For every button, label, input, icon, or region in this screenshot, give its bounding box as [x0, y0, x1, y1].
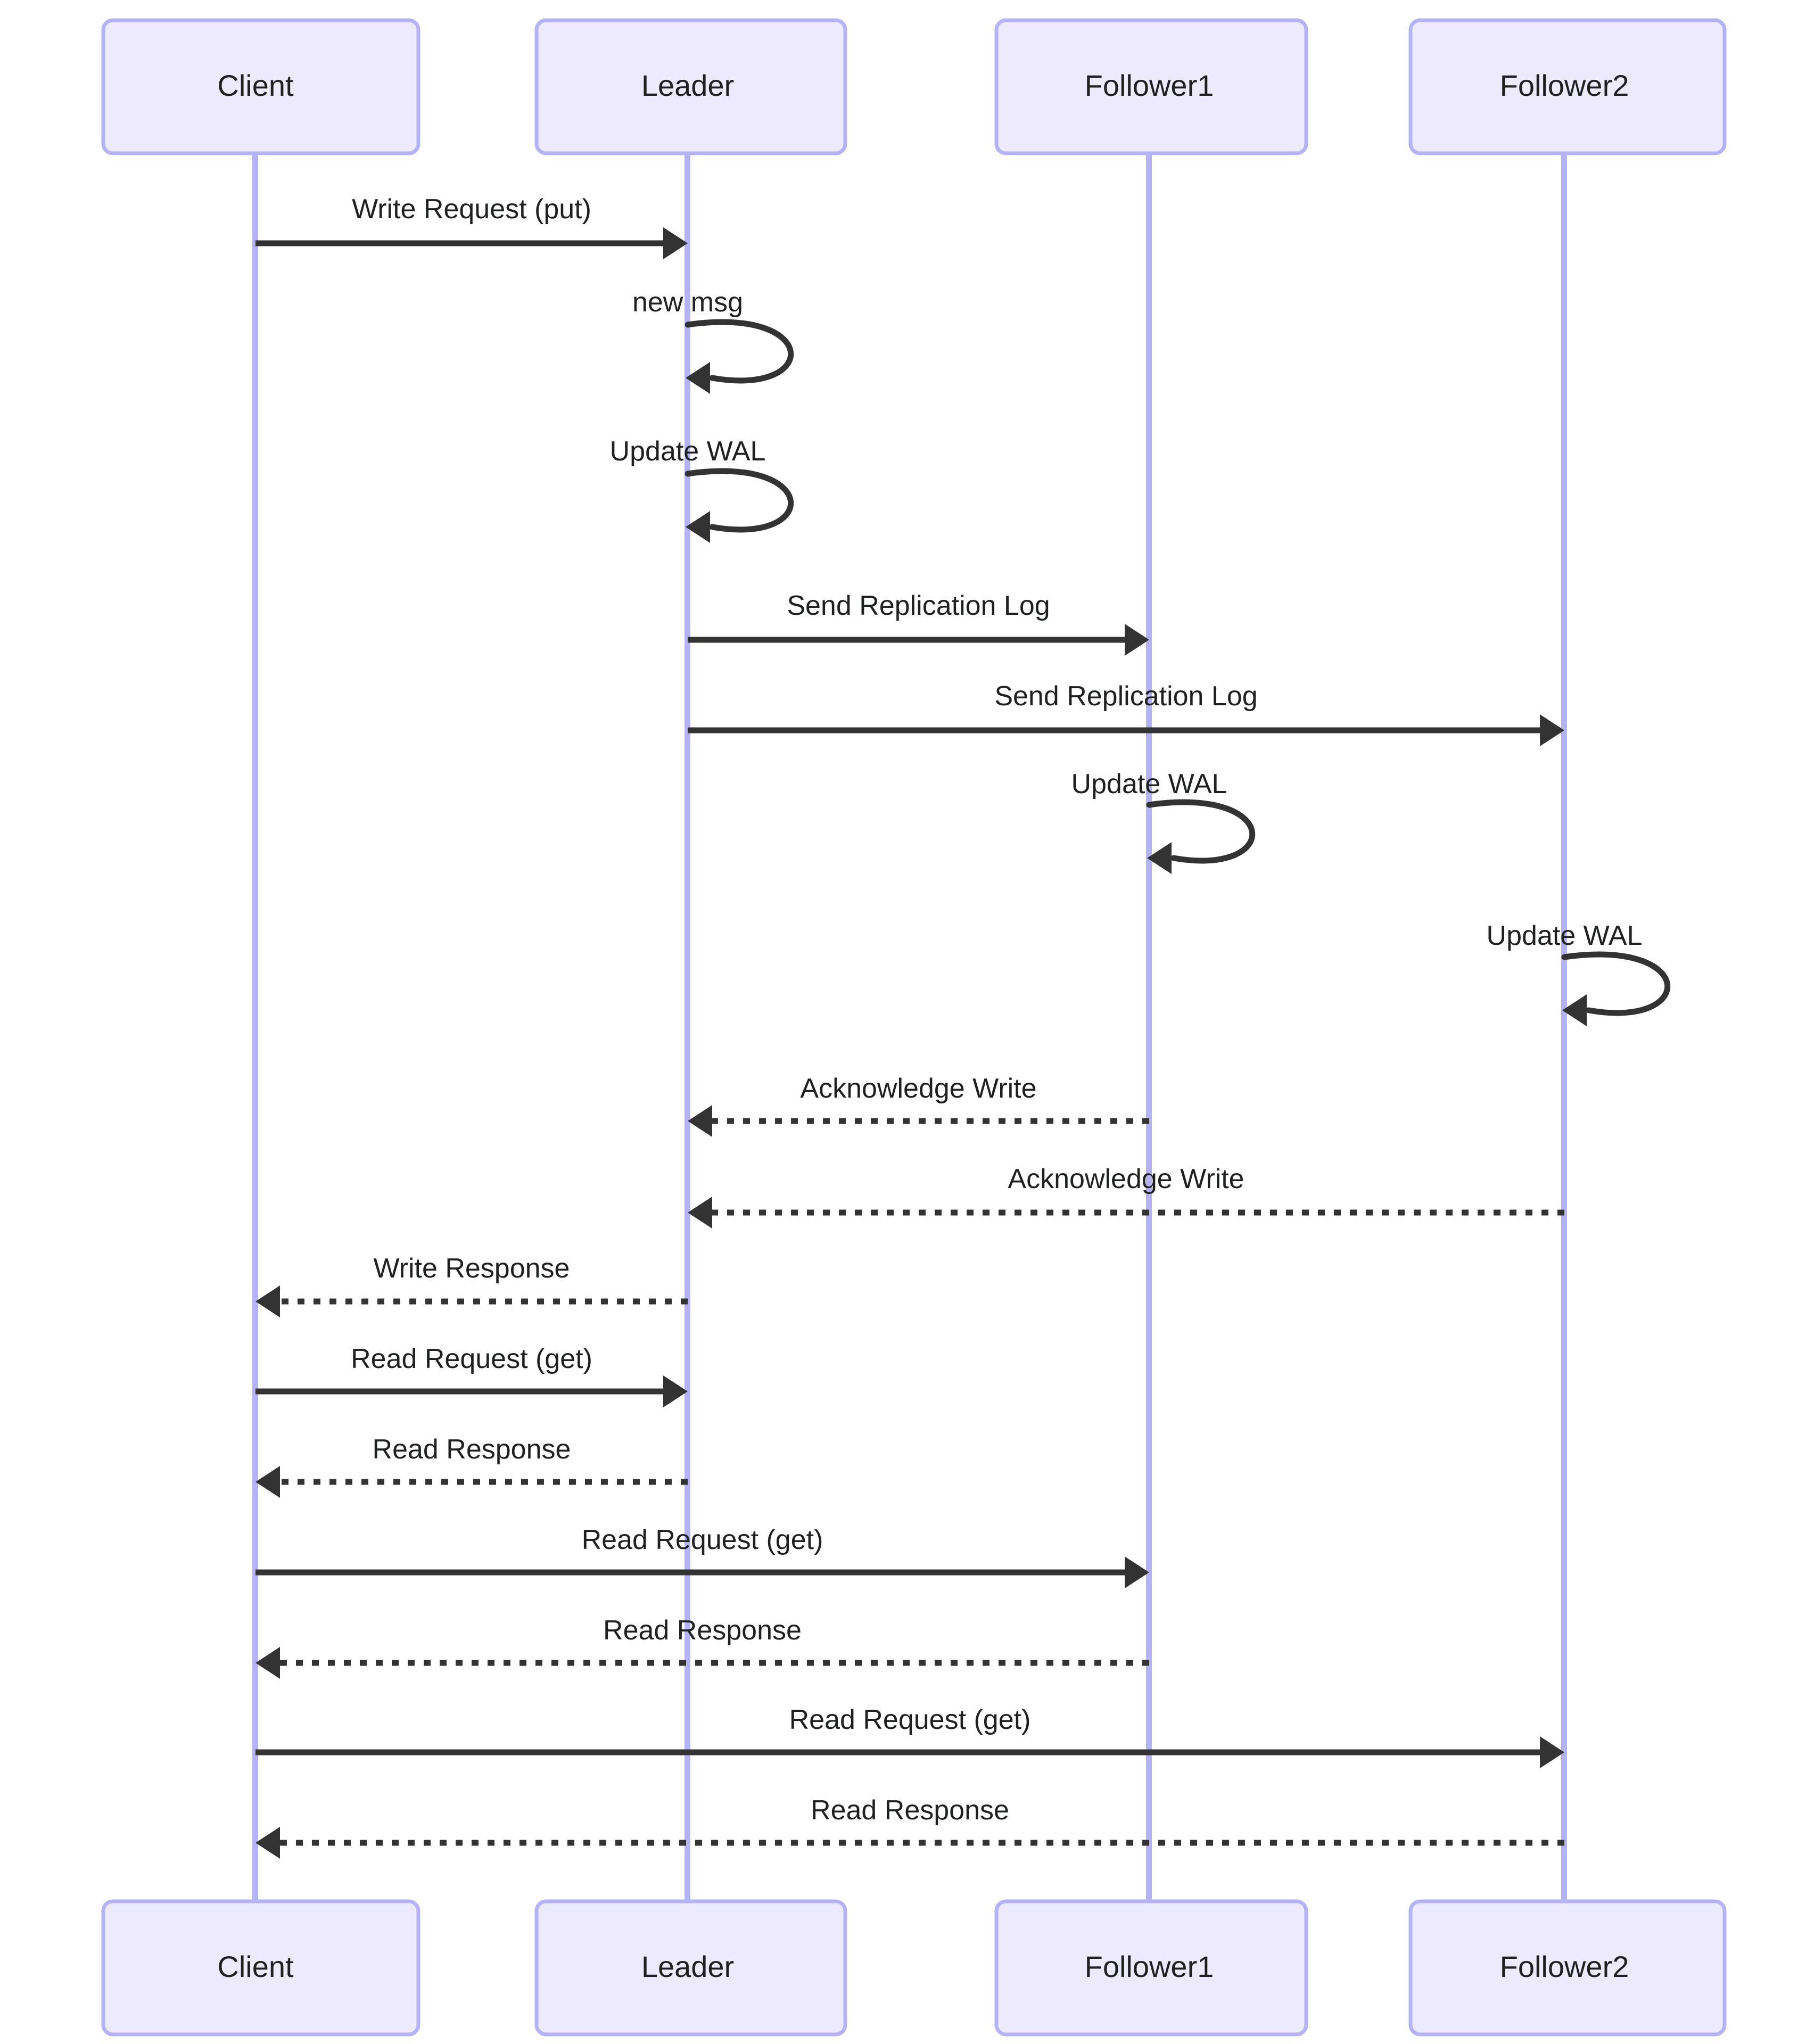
message-label: Write Response — [374, 1253, 570, 1284]
actor-box-follower1-top[interactable]: Follower1 — [994, 18, 1308, 155]
self-loop-path — [1146, 799, 1256, 864]
message-label: Update WAL — [610, 436, 766, 467]
message-label: Send Replication Log — [787, 590, 1050, 621]
arrowhead — [686, 511, 710, 543]
actor-box-follower2-bottom[interactable]: Follower2 — [1408, 1899, 1727, 2037]
arrowhead — [686, 362, 710, 394]
message-9-dotted[interactable]: Acknowledge Write — [688, 1164, 1564, 1229]
message-13-solid[interactable]: Read Request (get) — [255, 1524, 1149, 1588]
actor-label-leader: Leader — [641, 1950, 734, 1983]
message-label: Send Replication Log — [994, 681, 1257, 712]
message-label: Update WAL — [1071, 769, 1227, 800]
actor-box-leader-bottom[interactable]: Leader — [534, 1899, 847, 2037]
message-label: Acknowledge Write — [800, 1073, 1036, 1104]
arrowhead — [1540, 1736, 1564, 1768]
actor-box-leader-top[interactable]: Leader — [534, 18, 847, 155]
message-12-dotted[interactable]: Read Response — [255, 1434, 688, 1498]
message-3-self[interactable]: Update WAL — [610, 436, 794, 543]
arrowhead — [1147, 842, 1172, 874]
message-10-dotted[interactable]: Write Response — [255, 1253, 688, 1317]
actor-label-follower1: Follower1 — [1085, 1950, 1214, 1983]
actor-box-rect — [534, 18, 847, 155]
arrowhead — [663, 227, 688, 259]
actor-box-rect — [101, 18, 420, 155]
arrowhead — [688, 1197, 712, 1229]
self-loop-path — [685, 319, 794, 384]
message-16-dotted[interactable]: Read Response — [255, 1795, 1564, 1859]
actor-box-rect — [1408, 18, 1727, 155]
self-loop-path — [1561, 951, 1671, 1016]
arrowhead — [1540, 714, 1564, 746]
arrowhead — [663, 1375, 688, 1407]
actor-label-follower2: Follower2 — [1500, 1950, 1629, 1983]
arrowhead — [255, 1466, 280, 1498]
message-label: Acknowledge Write — [1008, 1164, 1244, 1194]
arrowhead — [255, 1647, 280, 1679]
lifeline-client — [252, 153, 258, 1901]
message-11-solid[interactable]: Read Request (get) — [255, 1344, 688, 1407]
message-15-solid[interactable]: Read Request (get) — [255, 1704, 1564, 1768]
message-5-solid[interactable]: Send Replication Log — [688, 681, 1564, 746]
arrowhead — [1125, 1556, 1149, 1588]
message-label: new msg — [632, 287, 743, 318]
actor-box-rect — [101, 1899, 420, 2037]
actor-label-follower2: Follower2 — [1500, 69, 1629, 102]
message-6-self[interactable]: Update WAL — [1071, 769, 1256, 874]
actor-box-follower1-bottom[interactable]: Follower1 — [994, 1899, 1308, 2037]
actor-label-leader: Leader — [641, 69, 734, 102]
message-label: Read Request (get) — [582, 1524, 823, 1555]
actor-box-follower2-top[interactable]: Follower2 — [1408, 18, 1727, 155]
actor-box-rect — [1408, 1899, 1727, 2037]
actor-box-client-top[interactable]: Client — [101, 18, 420, 155]
actor-box-client-bottom[interactable]: Client — [101, 1899, 420, 2037]
actor-box-rect — [994, 18, 1308, 155]
message-8-dotted[interactable]: Acknowledge Write — [688, 1073, 1149, 1137]
actor-label-client: Client — [217, 69, 294, 102]
message-2-self[interactable]: new msg — [632, 287, 794, 394]
lifeline-leader — [685, 153, 690, 1901]
actor-box-rect — [534, 1899, 847, 2037]
lifelines-group — [252, 153, 1567, 1901]
message-label: Read Request (get) — [351, 1344, 592, 1374]
actor-box-rect — [994, 1899, 1308, 2037]
arrowhead — [688, 1105, 712, 1137]
arrowhead — [1562, 994, 1587, 1026]
message-label: Read Response — [603, 1615, 802, 1646]
message-label: Read Response — [373, 1434, 571, 1465]
self-loop-path — [685, 468, 794, 533]
message-label: Read Response — [811, 1795, 1009, 1826]
message-label: Read Request (get) — [789, 1704, 1031, 1735]
message-7-self[interactable]: Update WAL — [1487, 920, 1671, 1026]
arrowhead — [255, 1285, 280, 1317]
message-14-dotted[interactable]: Read Response — [255, 1615, 1149, 1679]
message-label: Write Request (put) — [352, 194, 591, 225]
message-1-solid[interactable]: Write Request (put) — [255, 194, 688, 259]
lifeline-follower1 — [1146, 153, 1152, 1901]
message-4-solid[interactable]: Send Replication Log — [688, 590, 1149, 656]
message-label: Update WAL — [1487, 920, 1643, 951]
lifeline-follower2 — [1561, 153, 1567, 1901]
actor-label-follower1: Follower1 — [1085, 69, 1214, 102]
actor-label-client: Client — [217, 1950, 294, 1983]
arrowhead — [255, 1827, 280, 1859]
arrowhead — [1125, 624, 1149, 656]
